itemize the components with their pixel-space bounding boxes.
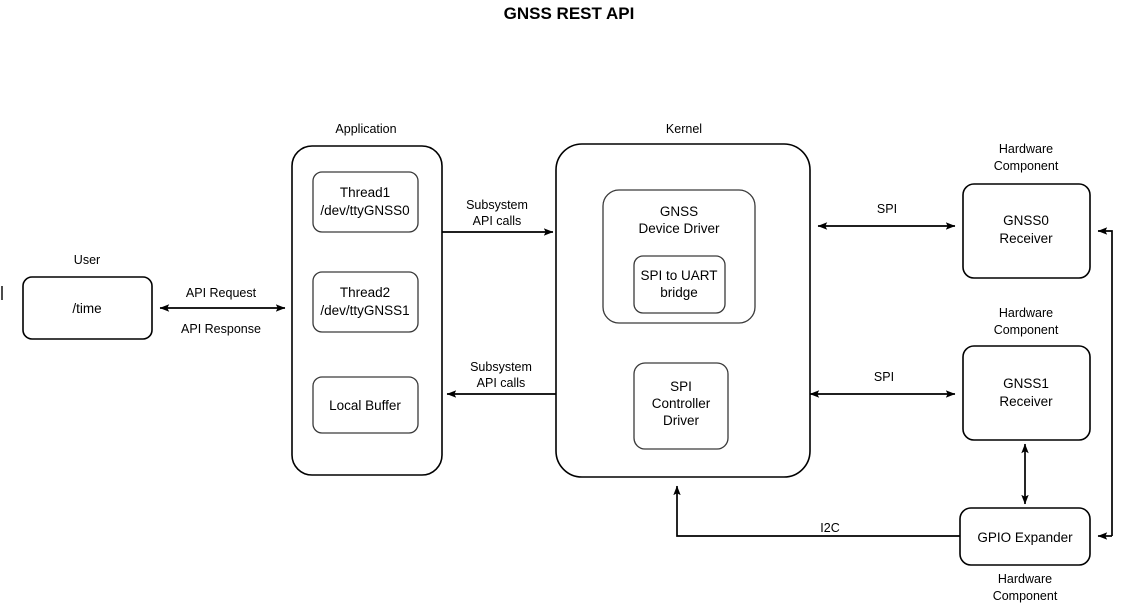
edge-label-api-request: API Request [186, 286, 257, 300]
kernel-gnss-device-driver-line2: Device Driver [638, 221, 720, 236]
gnss1-caption-line1: Hardware [999, 306, 1053, 320]
edge-label-spi-top: SPI [877, 202, 897, 216]
kernel-spi-controller-driver-line3: Driver [663, 413, 700, 428]
application-thread2-title: Thread2 [340, 285, 390, 300]
gnss0-caption-line1: Hardware [999, 142, 1053, 156]
page-title: GNSS REST API [504, 4, 635, 23]
application-thread1-device: /dev/ttyGNSS0 [320, 203, 409, 218]
application-local-buffer-box[interactable] [312, 376, 419, 434]
gnss1-receiver-line1: GNSS1 [1003, 376, 1049, 391]
kernel-gnss-device-driver-line1: GNSS [660, 204, 698, 219]
user-box[interactable] [22, 276, 153, 340]
edge-label-subsystem-top-line1: Subsystem [466, 198, 528, 212]
kernel-spi-to-uart-bridge-box[interactable] [633, 255, 726, 314]
gpio-expander-label: GPIO Expander [977, 530, 1073, 545]
edge-label-api-response: API Response [181, 322, 261, 336]
gnss0-receiver-line2: Receiver [999, 231, 1053, 246]
application-local-buffer-label: Local Buffer [329, 398, 401, 413]
edge-label-subsystem-bottom-line2: API calls [477, 376, 526, 390]
application-thread2-box[interactable] [312, 271, 419, 333]
edge-label-subsystem-bottom-line1: Subsystem [470, 360, 532, 374]
gnss1-caption-line2: Component [994, 323, 1059, 337]
edge-i2c-gpio-expander-to-kernel [673, 485, 960, 537]
kernel-spi-controller-driver-line1: SPI [670, 379, 692, 394]
kernel-spi-to-uart-bridge-line2: bridge [660, 285, 698, 300]
kernel-spi-controller-driver-box[interactable] [633, 362, 729, 450]
gnss0-receiver-line1: GNSS0 [1003, 213, 1049, 228]
gnss1-receiver-line2: Receiver [999, 394, 1053, 409]
application-caption: Application [335, 122, 396, 136]
edge-gpio-expander-to-gnss0 [1097, 227, 1113, 536]
edge-label-i2c: I2C [820, 521, 839, 535]
gnss1-receiver-box[interactable] [962, 345, 1091, 441]
kernel-caption: Kernel [666, 122, 702, 136]
gnss0-caption-line2: Component [994, 159, 1059, 173]
gpio-caption-line2: Component [993, 589, 1058, 603]
gpio-caption-line1: Hardware [998, 572, 1052, 586]
application-thread1-title: Thread1 [340, 185, 390, 200]
edge-label-spi-bottom: SPI [874, 370, 894, 384]
application-thread2-device: /dev/ttyGNSS1 [320, 303, 409, 318]
edge-label-subsystem-top-line2: API calls [473, 214, 522, 228]
gnss0-receiver-box[interactable] [962, 183, 1091, 279]
user-caption: User [74, 253, 100, 267]
kernel-spi-to-uart-bridge-line1: SPI to UART [640, 268, 717, 283]
user-label: /time [72, 301, 101, 316]
kernel-spi-controller-driver-line2: Controller [652, 396, 711, 411]
application-thread1-box[interactable] [312, 171, 419, 233]
